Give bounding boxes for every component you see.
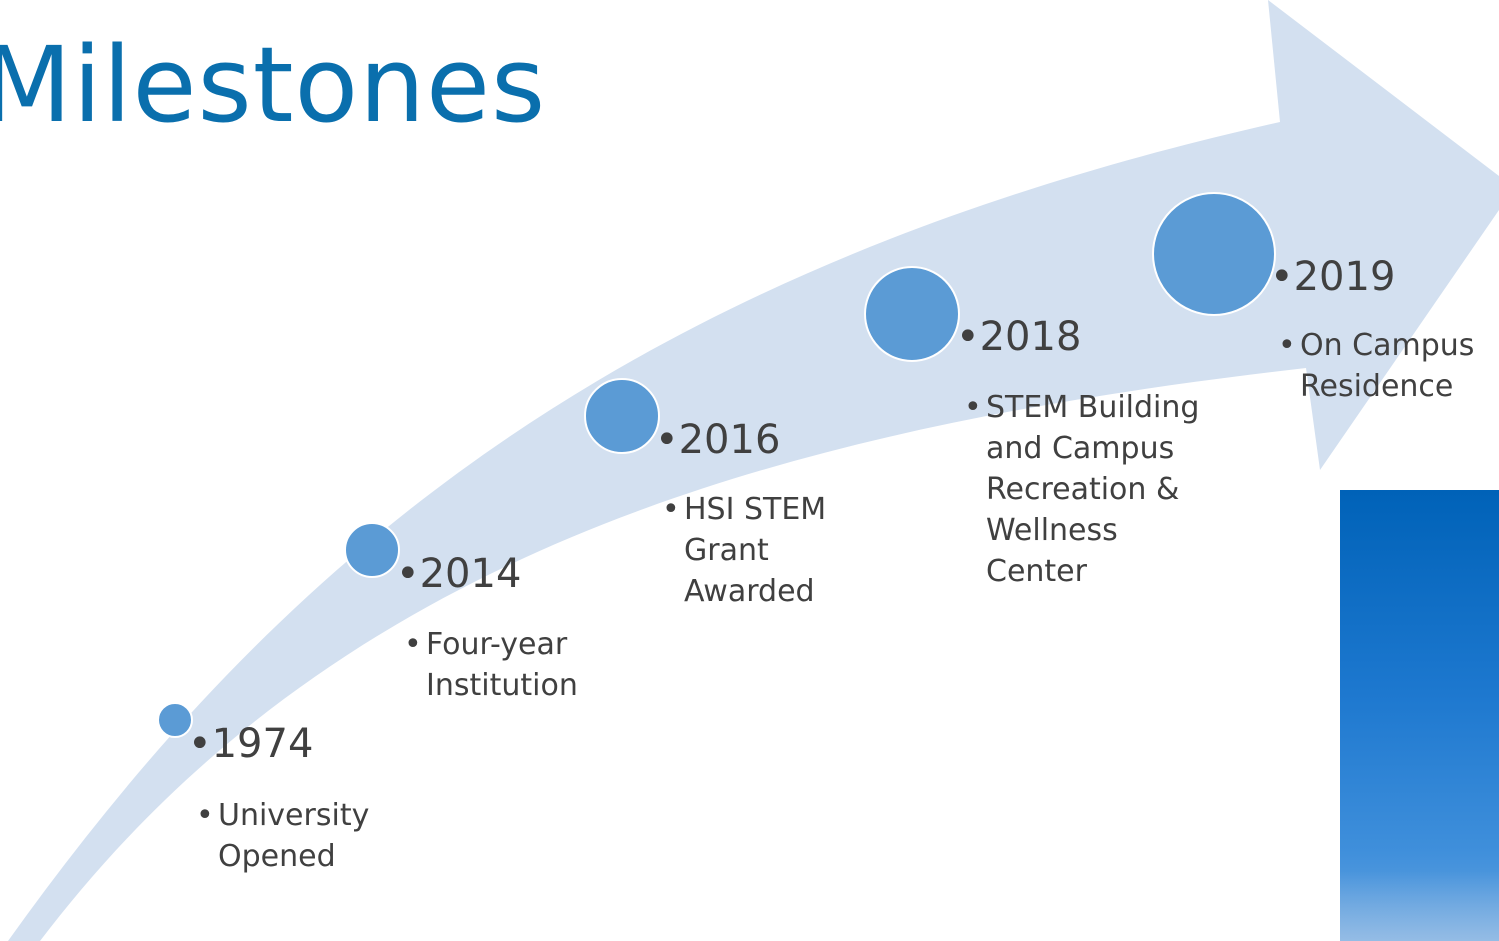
desc-text: STEM Building and Campus Recreation & We…: [986, 390, 1200, 589]
milestone-desc-1974: • University Opened: [196, 795, 398, 877]
bullet: •: [404, 627, 422, 662]
milestone-desc-2014: • Four-year Institution: [404, 624, 626, 706]
milestone-circle-2019: [1152, 192, 1276, 316]
milestone-circle-2018: [864, 266, 960, 362]
desc-text: HSI STEM Grant Awarded: [684, 492, 827, 609]
bullet: •: [196, 798, 214, 833]
year-text: 2019: [1293, 254, 1396, 300]
milestone-year-1974: •1974: [188, 722, 313, 766]
bullet: •: [662, 492, 680, 527]
year-text: 2018: [979, 314, 1082, 360]
year-text: 2016: [678, 417, 781, 463]
milestone-desc-2018: • STEM Building and Campus Recreation & …: [964, 387, 1226, 592]
desc-text: Four-year Institution: [426, 627, 578, 703]
bullet: •: [956, 314, 980, 360]
bullet: •: [1270, 254, 1294, 300]
bullet: •: [396, 551, 420, 597]
milestone-circle-2016: [584, 378, 660, 454]
bullet: •: [188, 721, 212, 767]
milestone-circle-1974: [157, 702, 193, 738]
year-text: 2014: [419, 551, 522, 597]
desc-text: University Opened: [218, 798, 370, 874]
slide-title: Milestones: [0, 24, 547, 146]
campus-photo: [1340, 490, 1499, 941]
milestone-year-2016: •2016: [655, 418, 780, 462]
bullet: •: [1278, 328, 1296, 363]
bullet: •: [655, 417, 679, 463]
milestone-desc-2016: • HSI STEM Grant Awarded: [662, 489, 854, 612]
desc-text: On Campus Residence: [1300, 328, 1475, 404]
year-text: 1974: [211, 721, 314, 767]
milestone-year-2018: •2018: [956, 315, 1081, 359]
milestone-year-2019: •2019: [1270, 255, 1395, 299]
milestone-year-2014: •2014: [396, 552, 521, 596]
bullet: •: [964, 390, 982, 425]
milestone-circle-2014: [344, 522, 400, 578]
milestone-desc-2019: • On Campus Residence: [1278, 325, 1495, 407]
